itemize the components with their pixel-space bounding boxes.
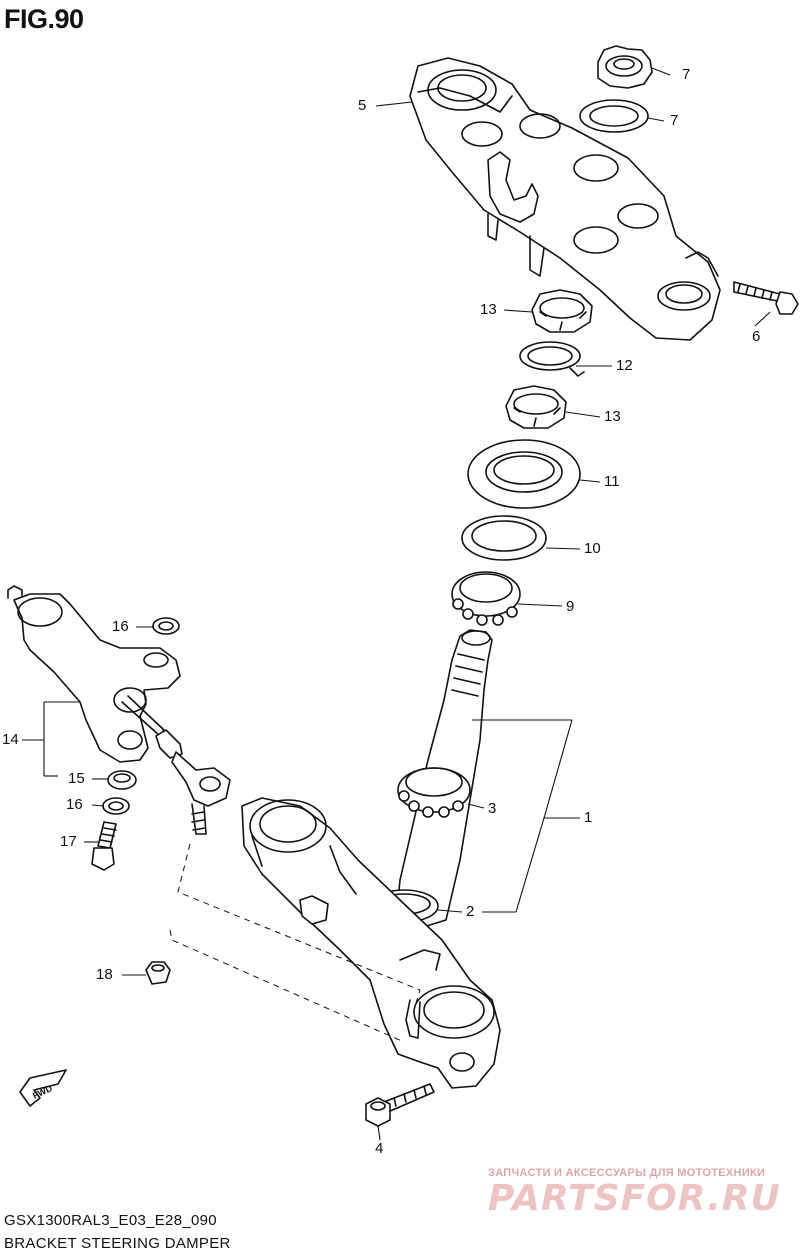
upper-bearing-part-9 xyxy=(451,571,521,626)
fwd-arrow-icon xyxy=(19,1069,67,1107)
callout-17: 17 xyxy=(60,833,77,850)
bearing-race-part-10 xyxy=(461,515,547,561)
lock-nut-part-13-lower xyxy=(505,385,567,429)
figure-title: FIG.90 xyxy=(4,4,84,34)
callout-12: 12 xyxy=(616,357,633,374)
callout-8: 7 xyxy=(682,66,691,83)
assembly-lines xyxy=(169,843,421,1043)
nut-part-18 xyxy=(145,961,171,985)
collar-part-15 xyxy=(107,770,137,790)
callout-13-upper: 13 xyxy=(480,301,497,318)
callout-14: 14 xyxy=(2,731,19,748)
washer-part-16-upper xyxy=(152,617,180,635)
bolt-part-4 xyxy=(365,1083,435,1127)
watermark-logo: PARTSFOR.RU xyxy=(488,1178,781,1219)
lower-bearing-part-3 xyxy=(397,767,471,818)
leader-lines xyxy=(22,67,771,1141)
upper-bracket-part-5 xyxy=(409,57,721,341)
lower-bracket xyxy=(241,797,501,1089)
footer-figure-code: GSX1300RAL3_E03_E28_090 xyxy=(4,1212,217,1229)
watermark-tagline: ЗАПЧАСТИ И АКСЕССУАРЫ ДЛЯ МОТОТЕХНИКИ xyxy=(488,1167,766,1179)
callout-2: 2 xyxy=(466,903,475,920)
steering-damper-part-14 xyxy=(7,585,181,763)
callout-18: 18 xyxy=(96,966,113,983)
washer-part-16-lower xyxy=(102,797,130,815)
callout-13-lower: 13 xyxy=(604,408,621,425)
bolt-part-6 xyxy=(733,281,799,315)
callout-5: 5 xyxy=(358,97,367,114)
bolt-part-17 xyxy=(91,821,117,871)
lock-nut-part-13-upper xyxy=(531,289,593,333)
callout-9: 9 xyxy=(566,598,575,615)
callout-4: 4 xyxy=(375,1140,384,1157)
callout-1: 1 xyxy=(584,809,593,826)
lock-washer-part-12 xyxy=(519,341,585,377)
callout-16-upper: 16 xyxy=(112,618,129,635)
callout-6: 6 xyxy=(752,328,761,345)
damper-rod-end xyxy=(155,729,231,835)
dust-seal-part-11 xyxy=(467,439,581,509)
footer-figure-name: BRACKET STEERING DAMPER xyxy=(4,1235,231,1252)
callout-3: 3 xyxy=(488,800,497,817)
callout-15: 15 xyxy=(68,770,85,787)
callout-16-lower: 16 xyxy=(66,796,83,813)
callout-7: 7 xyxy=(670,112,679,129)
washer-part-7 xyxy=(579,99,649,133)
stem-nut-part-8 xyxy=(597,45,653,89)
callout-11: 11 xyxy=(604,473,620,490)
callout-10: 10 xyxy=(584,540,601,557)
